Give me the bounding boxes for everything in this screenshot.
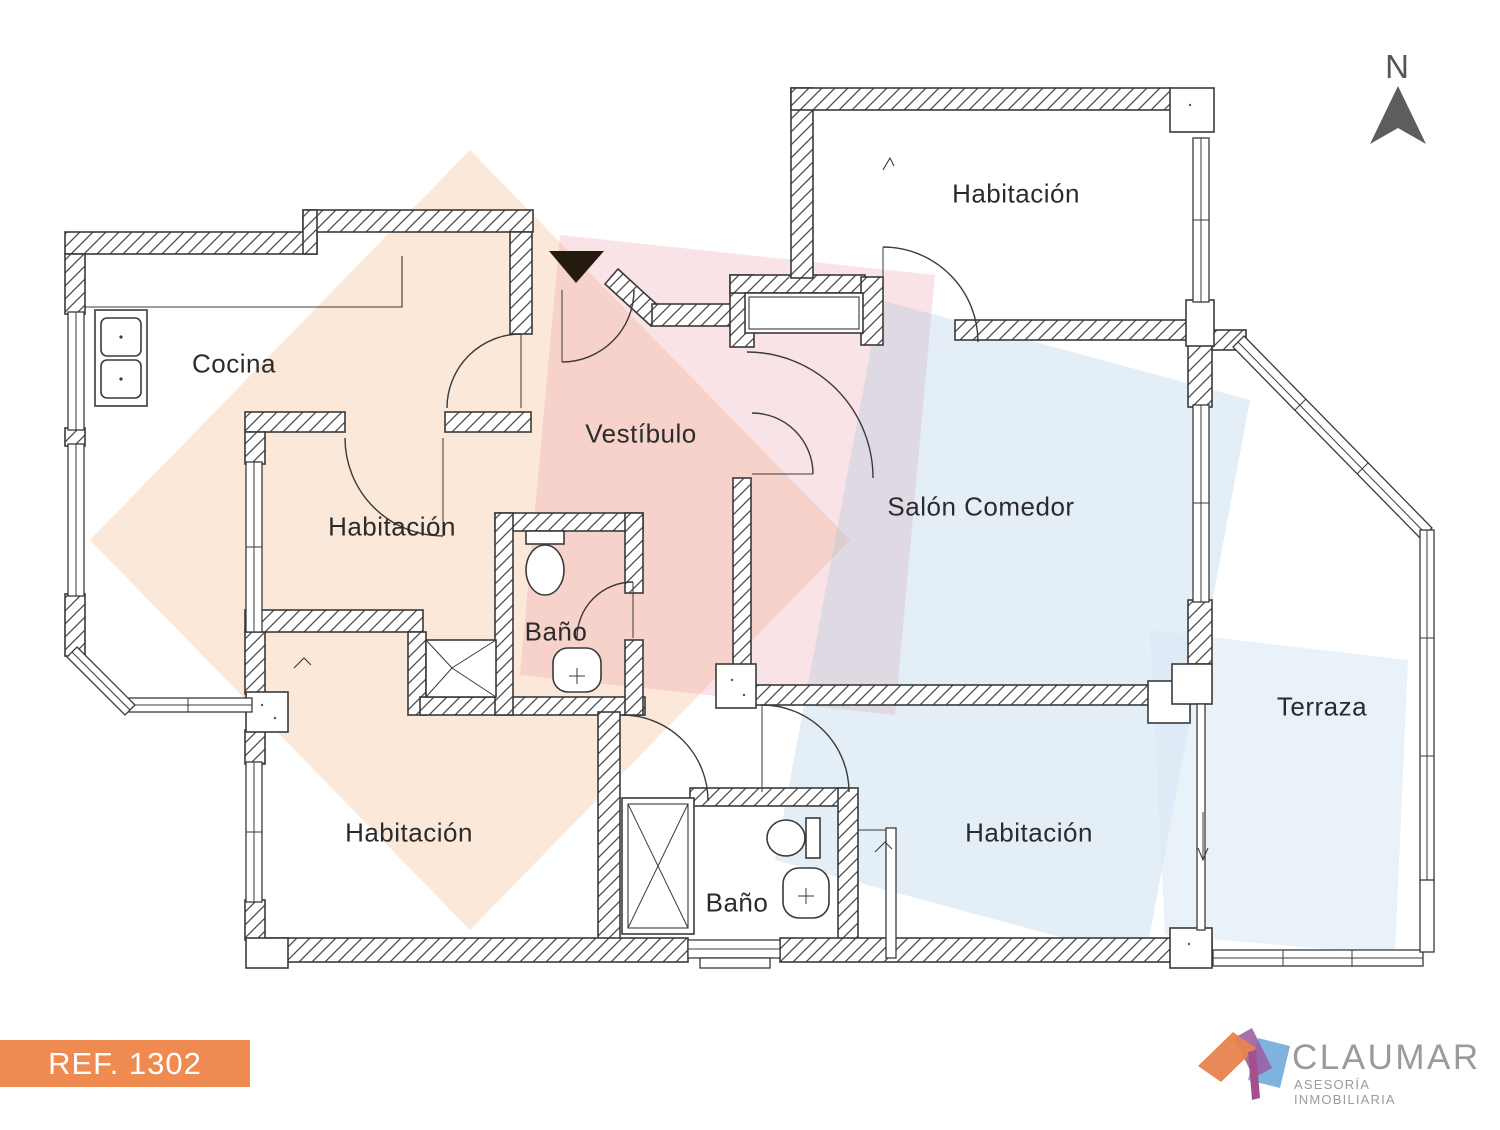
room-label-habitacion-bottom-left: Habitación [345, 817, 473, 848]
room-label-habitacion-bottom-right: Habitación [965, 817, 1093, 848]
watermark-orange-diamond [90, 150, 850, 930]
room-label-terraza: Terraza [1276, 691, 1368, 722]
washbasin-icon [782, 867, 830, 919]
windows-layer [66, 137, 1435, 969]
entrance-marker-icon [549, 251, 604, 283]
annotations-layer [293, 156, 1209, 862]
logo-tagline: ASESORÍA INMOBILIARIA [1294, 1077, 1396, 1107]
kitchen-sink-icon [85, 256, 403, 407]
room-label-habitacion-top-right: Habitación [952, 178, 1080, 209]
logo-name: CLAUMAR [1292, 1038, 1481, 1077]
north-label: N [1385, 48, 1409, 85]
toilet-icon [766, 817, 821, 859]
claumar-logo-mark-icon [1198, 1028, 1290, 1100]
fixtures-layer [85, 256, 830, 935]
toilet-icon [525, 530, 565, 596]
room-label-vestibulo: Vestíbulo [585, 418, 697, 449]
terrace-door-arrow-icon [1197, 812, 1209, 862]
room-label-salon-comedor: Salón Comedor [887, 491, 1075, 522]
watermark-lightblue-square [1150, 630, 1408, 955]
pillars-layer [245, 87, 1215, 969]
shower-tray-icon [621, 797, 695, 935]
room-label-habitacion-mid-left: Habitación [328, 511, 456, 542]
door-swing-mark-icon [293, 156, 895, 853]
room-label-bano-central: Baño [524, 616, 588, 647]
claumar-logo: CLAUMAR ASESORÍA INMOBILIARIA [1195, 1022, 1478, 1112]
room-label-bano-bottom: Baño [705, 887, 769, 918]
shower-tray-icon [425, 639, 497, 698]
north-arrow-icon [1370, 86, 1426, 144]
reference-badge: REF. 1302 [0, 1040, 250, 1087]
watermark-pink-square [520, 235, 935, 715]
wardrobe-icon [744, 292, 864, 334]
watermark-layer [90, 150, 1408, 960]
doors-layer [344, 246, 979, 802]
builtins-layer [744, 292, 897, 959]
watermark-blue-square [775, 300, 1250, 960]
room-label-cocina: Cocina [192, 348, 276, 379]
washbasin-icon [552, 647, 602, 693]
